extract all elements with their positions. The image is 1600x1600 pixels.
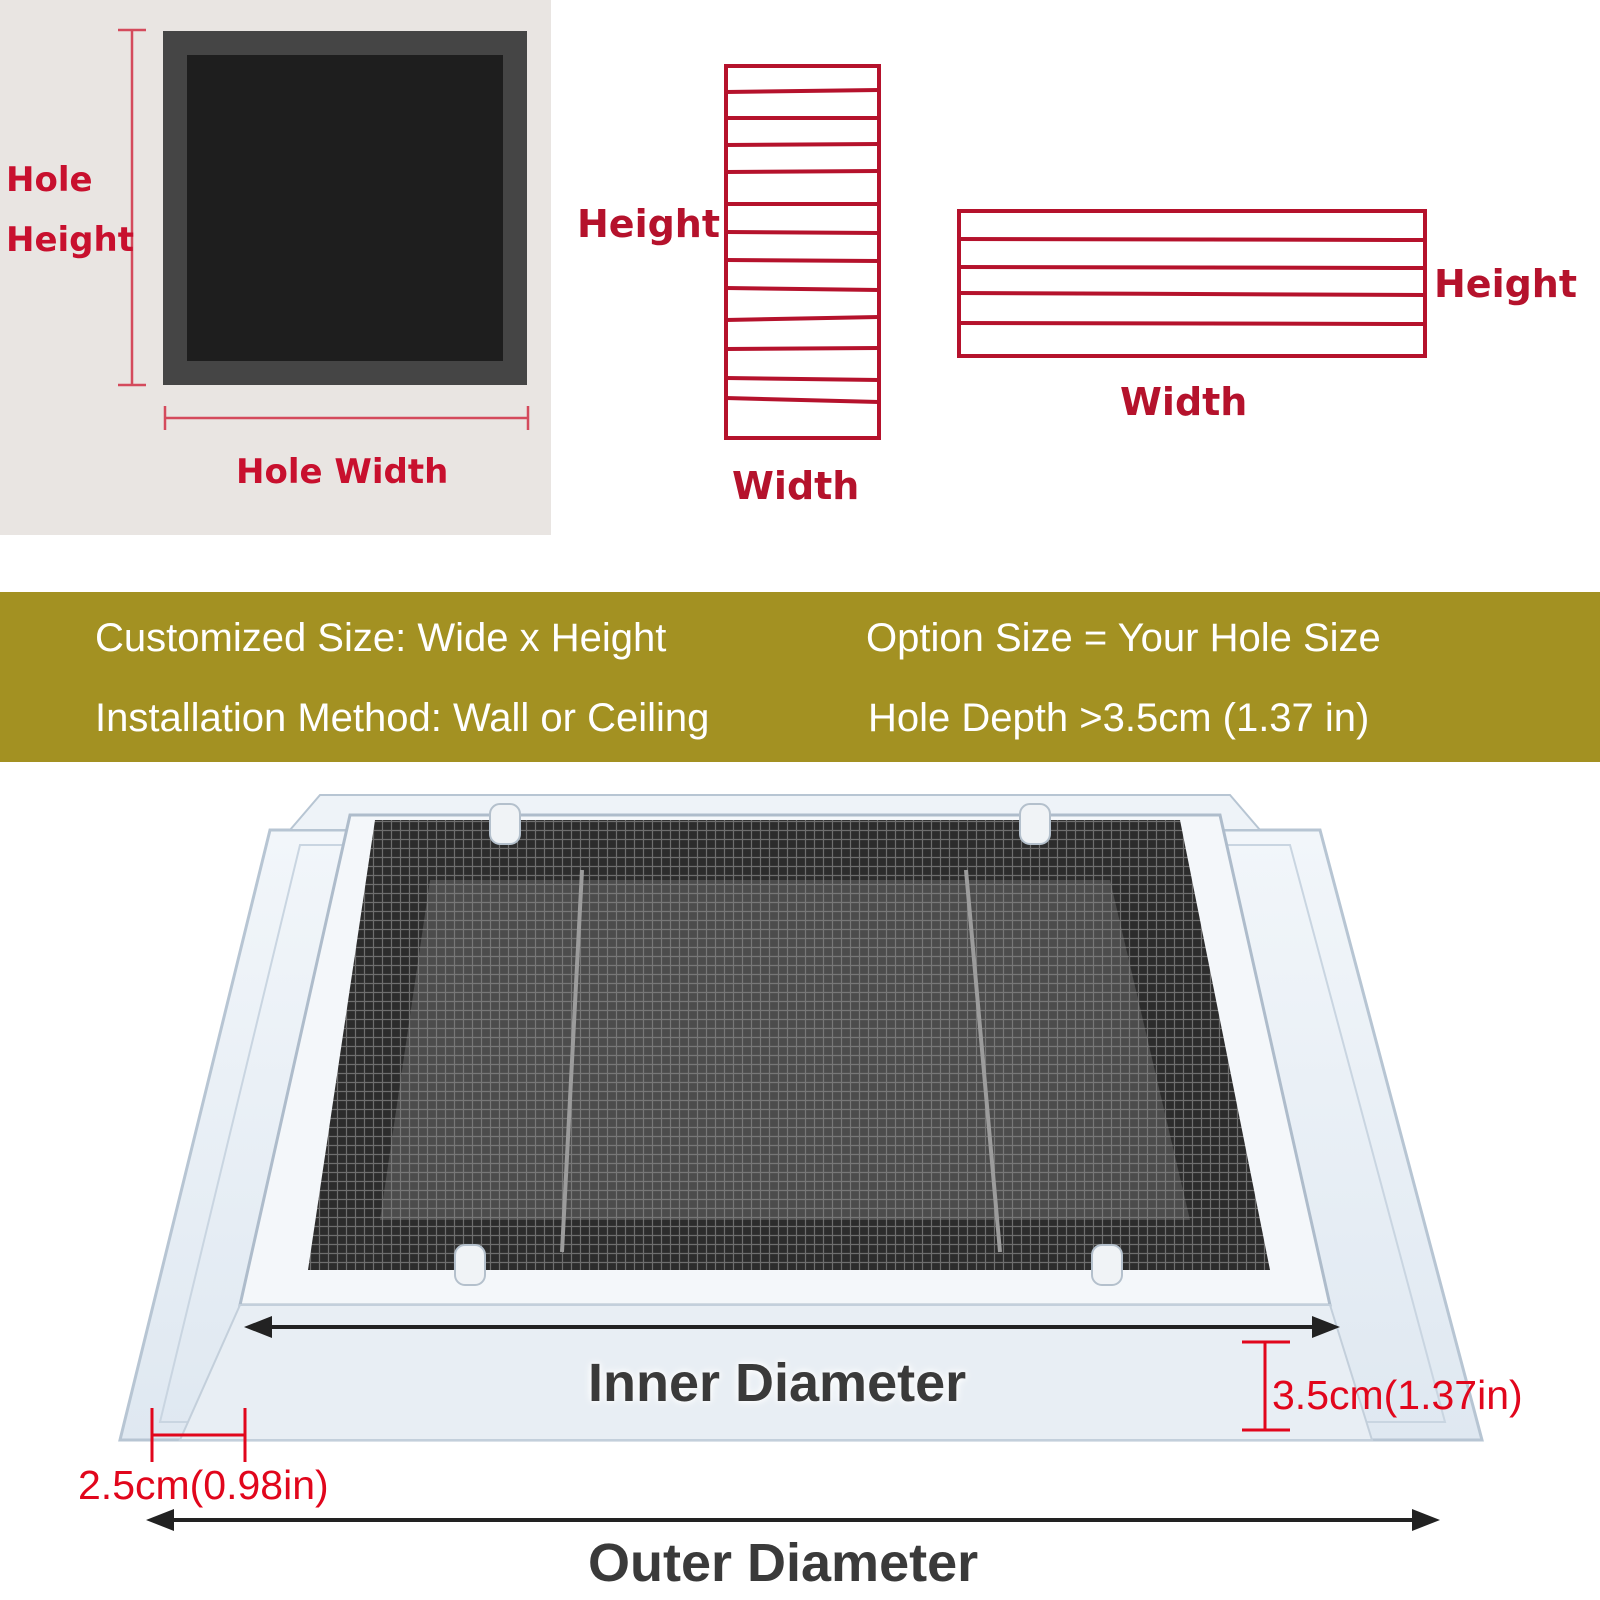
- top-left-clip: [489, 803, 521, 845]
- inner-diameter-label: Inner Diameter: [588, 1353, 967, 1413]
- depth-dimension-label: 3.5cm(1.37in): [1272, 1372, 1523, 1418]
- horizontal-grille-diagram: [957, 209, 1427, 358]
- installation-method-text: Installation Method: Wall or Ceiling: [95, 696, 710, 740]
- vent-grille-photo: [118, 794, 1484, 1531]
- custom-size-text: Customized Size: Wide x Height: [95, 616, 667, 660]
- top-right-clip: [1019, 803, 1051, 845]
- spec-banner: Customized Size: Wide x Height Option Si…: [0, 592, 1600, 762]
- horizontal-grille-height-label: Height: [1434, 262, 1578, 306]
- hole-depth-text: Hole Depth >3.5cm (1.37 in): [868, 696, 1370, 740]
- hole-width-label: Hole Width: [236, 452, 449, 492]
- horizontal-grille-width-label: Width: [1120, 380, 1248, 424]
- bottom-right-clip: [1091, 1244, 1123, 1286]
- hole-measure-drawing: [118, 28, 530, 430]
- outer-diameter-label: Outer Diameter: [588, 1533, 979, 1593]
- hole-measure-panel: Hole Height Hole Width: [0, 0, 551, 535]
- vertical-grille-height-label: Height: [577, 202, 721, 246]
- option-size-text: Option Size = Your Hole Size: [866, 616, 1381, 660]
- hole-height-label-line1: Hole: [6, 160, 93, 200]
- vertical-grille-width-label: Width: [732, 464, 860, 508]
- hole-height-label: Hole Height: [6, 150, 134, 270]
- filter-mesh: [308, 820, 1270, 1270]
- hole-opening: [187, 55, 503, 361]
- bottom-left-clip: [454, 1244, 486, 1286]
- vertical-grille-diagram: [724, 64, 881, 440]
- frame-dimension-line: [150, 1408, 247, 1462]
- outer-diameter-arrow: [146, 1509, 1440, 1531]
- inner-diameter-arrow: [244, 1316, 1340, 1338]
- hole-height-label-line2: Height: [6, 220, 134, 260]
- frame-dimension-label: 2.5cm(0.98in): [78, 1462, 329, 1508]
- depth-dimension-line: [1242, 1340, 1290, 1432]
